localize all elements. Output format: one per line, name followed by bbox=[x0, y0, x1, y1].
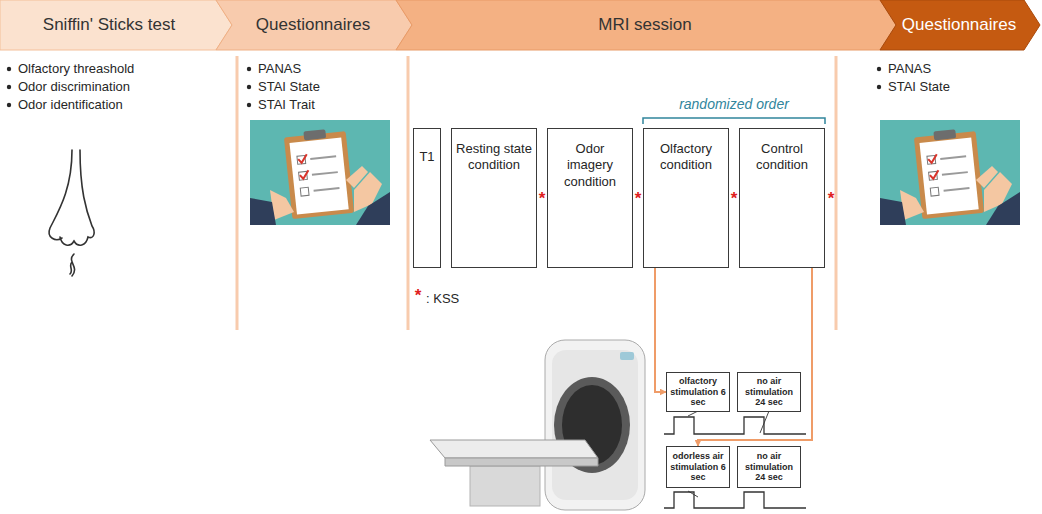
bullet-item: STAI State bbox=[258, 78, 320, 96]
condition-label: Control condition bbox=[743, 141, 821, 174]
stimulation-box: no air stimulation 24 sec bbox=[737, 446, 801, 488]
bullet-item: PANAS bbox=[888, 60, 931, 78]
legend-note: : KSS bbox=[426, 290, 459, 308]
banner-title: Questionnaires bbox=[256, 14, 370, 35]
questionnaire-illustration bbox=[250, 120, 390, 225]
stimulation-waveform bbox=[664, 411, 806, 508]
kss-marker: * bbox=[413, 287, 423, 305]
condition-label: Resting state condition bbox=[455, 141, 533, 174]
condition-box: Resting state condition bbox=[451, 128, 537, 268]
flow-arrow bbox=[655, 268, 666, 392]
mri-scanner bbox=[430, 340, 645, 510]
condition-label: Odor imagery condition bbox=[551, 141, 629, 190]
banner-title: Questionnaires bbox=[902, 14, 1016, 35]
questionnaire-illustration bbox=[880, 120, 1020, 225]
stimulation-box: olfactory stimulation 6 sec bbox=[666, 372, 730, 412]
bullet-item: STAI Trait bbox=[258, 96, 315, 114]
stimulation-label: odorless air stimulation 6 sec bbox=[670, 451, 726, 482]
bullet-item: Olfactory threashold bbox=[18, 60, 134, 78]
condition-box: Olfactory condition bbox=[643, 128, 729, 268]
bullet-item: STAI State bbox=[888, 78, 950, 96]
stage-banner: MRI session bbox=[396, 0, 896, 50]
flow-arrow bbox=[698, 268, 812, 446]
condition-box: Odor imagery condition bbox=[547, 128, 633, 268]
stimulation-box: odorless air stimulation 6 sec bbox=[666, 446, 730, 488]
kss-marker: * bbox=[633, 190, 643, 208]
kss-marker: * bbox=[537, 190, 547, 208]
condition-label: T1 bbox=[419, 149, 434, 165]
bullet-item: Odor identification bbox=[18, 96, 123, 114]
condition-label: Olfactory condition bbox=[647, 141, 725, 174]
condition-box: Control condition bbox=[739, 128, 825, 268]
bullet-item: PANAS bbox=[258, 60, 301, 78]
stage-banner: Questionnaires bbox=[880, 0, 1040, 50]
nose-icon bbox=[49, 150, 94, 276]
divider-lines bbox=[237, 56, 836, 330]
banner-title: MRI session bbox=[598, 14, 692, 35]
bullet-item: Odor discrimination bbox=[18, 78, 130, 96]
banner-title: Sniffin' Sticks test bbox=[43, 14, 175, 35]
kss-marker: * bbox=[826, 190, 836, 208]
stage-banner: Questionnaires bbox=[216, 0, 412, 50]
stimulation-label: olfactory stimulation 6 sec bbox=[670, 376, 726, 407]
stimulation-label: no air stimulation 24 sec bbox=[741, 451, 797, 482]
stimulation-label: no air stimulation 24 sec bbox=[741, 376, 797, 407]
stage-banner: Sniffin' Sticks test bbox=[0, 0, 232, 50]
randomized-bracket bbox=[643, 118, 825, 124]
condition-box: T1 bbox=[413, 128, 441, 268]
stimulation-box: no air stimulation 24 sec bbox=[737, 372, 801, 412]
group-note: randomized order bbox=[664, 95, 804, 113]
kss-marker: * bbox=[729, 190, 739, 208]
